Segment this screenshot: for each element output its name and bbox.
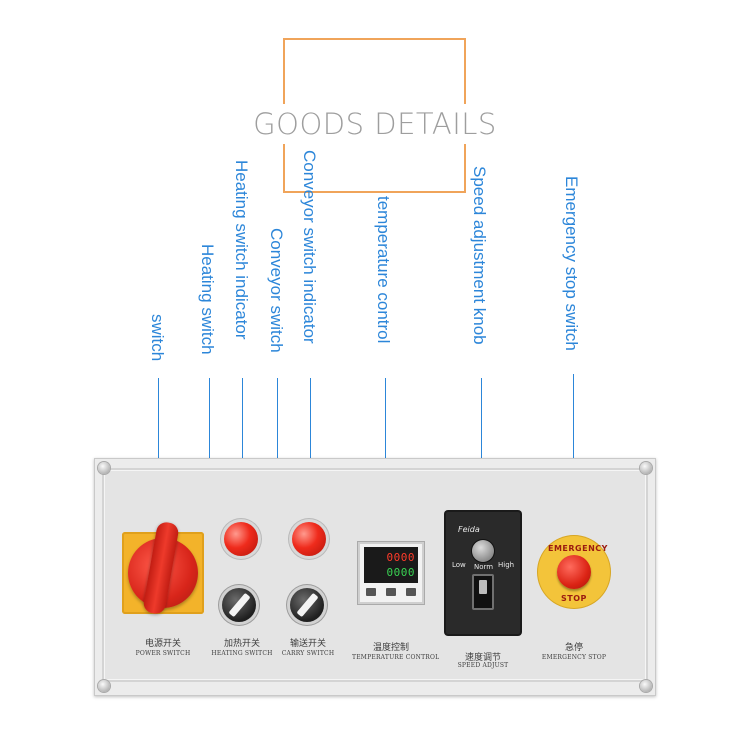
screw-icon xyxy=(98,680,110,692)
caption-emergency-en: EMERGENCY STOP xyxy=(541,654,607,661)
temperature-keypad xyxy=(366,588,416,598)
speed-high-label: High xyxy=(498,561,515,569)
callout-heating-switch: Heating switch xyxy=(198,244,217,355)
caption-carry-en: CARRY SWITCH xyxy=(281,650,335,657)
caption-emergency-cn: 急停 xyxy=(564,643,583,653)
screw-icon xyxy=(640,680,652,692)
temperature-key[interactable] xyxy=(386,588,396,596)
callout-conveyor-indicator: Conveyor switch indicator xyxy=(300,150,319,344)
callout-speed-line xyxy=(481,378,482,502)
screw-icon xyxy=(640,462,652,474)
screw-icon xyxy=(98,462,110,474)
speed-toggle-lever xyxy=(479,580,487,594)
callout-speed: Speed adjustment knob xyxy=(470,166,489,345)
callout-conveyor-indicator-line xyxy=(310,378,311,512)
emergency-stop-button[interactable] xyxy=(557,555,591,589)
callout-power-line xyxy=(158,378,159,530)
temperature-sv: 0000 xyxy=(386,566,415,579)
caption-heating-en: HEATING SWITCH xyxy=(211,650,273,657)
temperature-pv: 0000 xyxy=(386,551,415,564)
conveyor-indicator-lamp xyxy=(292,522,326,556)
callout-heating-indicator-line xyxy=(242,378,243,510)
callout-heating-indicator: Heating switch indicator xyxy=(232,160,251,340)
callout-power-switch: switch xyxy=(148,314,167,362)
callout-emergency: Emergency stop switch xyxy=(562,176,581,351)
temperature-key[interactable] xyxy=(406,588,416,596)
header-title: GOODS DETAILS xyxy=(248,104,502,144)
temperature-key[interactable] xyxy=(366,588,376,596)
caption-heating-cn: 加热开关 xyxy=(223,639,260,649)
speed-brand: Feida xyxy=(458,525,480,534)
callout-emergency-line xyxy=(573,374,574,530)
speed-low-label: Low xyxy=(452,561,466,569)
callout-conveyor-switch: Conveyor switch xyxy=(267,228,286,353)
caption-power-en: POWER SWITCH xyxy=(135,650,191,657)
caption-temperature-en: TEMPERATURE CONTROL xyxy=(352,654,440,661)
heating-indicator-lamp xyxy=(224,522,258,556)
caption-power-cn: 电源开关 xyxy=(144,639,181,649)
temperature-display: 0000 0000 xyxy=(364,547,418,583)
estop-bottom-label: STOP xyxy=(561,594,587,603)
caption-speed-cn: 速度调节 xyxy=(464,653,501,663)
caption-speed-en: SPEED ADJUST xyxy=(457,662,509,669)
speed-controller xyxy=(446,512,520,634)
estop-top-label: EMERGENCY xyxy=(548,544,608,553)
speed-adjust-knob[interactable] xyxy=(472,540,494,562)
caption-carry-cn: 输送开关 xyxy=(289,639,326,649)
speed-norm-label: Norm xyxy=(474,563,494,571)
caption-temperature-cn: 温度控制 xyxy=(372,643,409,653)
callout-temperature: temperature control xyxy=(374,196,393,344)
